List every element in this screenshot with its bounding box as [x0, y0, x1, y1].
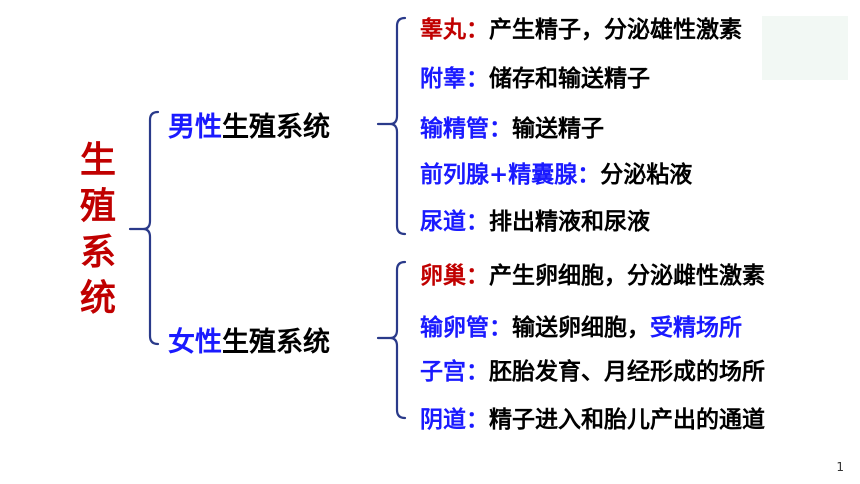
root-char: 生 — [79, 140, 116, 181]
branch-male-rest: 生殖系统 — [222, 112, 330, 143]
female-item: 阴道：精子进入和胎儿产出的通道 — [420, 400, 765, 434]
item-term: 输卵管 — [420, 315, 489, 341]
item-desc: 排出精液和尿液 — [489, 209, 650, 235]
item-term: 子宫 — [420, 359, 466, 385]
male-item: 前列腺+精囊腺：分泌粘液 — [420, 155, 692, 189]
item-sep: ： — [466, 407, 489, 433]
item-term: 睾丸 — [420, 17, 466, 43]
branch-female-rest: 生殖系统 — [222, 327, 330, 358]
item-desc: 输送卵细胞， — [512, 315, 650, 341]
item-desc: 分泌粘液 — [600, 162, 693, 188]
item-sep: ： — [577, 162, 601, 188]
item-sep: ： — [466, 263, 489, 289]
male-item: 睾丸：产生精子，分泌雄性激素 — [420, 10, 742, 44]
root-char: 系 — [79, 232, 116, 273]
item-sep: ： — [466, 66, 489, 92]
root-char: 统 — [79, 278, 116, 319]
item-desc: 精子进入和胎儿产出的通道 — [489, 407, 765, 433]
male-item: 输精管：输送精子 — [420, 109, 604, 143]
item-desc: 输送精子 — [512, 116, 604, 142]
item-term: 附睾 — [420, 66, 466, 92]
branch-male: 男性生殖系统 — [168, 105, 330, 144]
item-desc: 产生卵细胞，分泌雌性激素 — [489, 263, 765, 289]
branch-female: 女性生殖系统 — [168, 320, 330, 359]
female-bracket — [376, 260, 407, 420]
item-sep: ： — [489, 116, 512, 142]
root-char: 殖 — [79, 186, 116, 227]
male-bracket — [376, 16, 407, 236]
decorative-panel — [762, 16, 848, 80]
item-highlight: 受精场所 — [650, 315, 742, 341]
female-item: 输卵管：输送卵细胞，受精场所 — [420, 308, 742, 342]
item-term: 尿道 — [420, 209, 466, 235]
item-term: 阴道 — [420, 407, 466, 433]
female-item: 子宫：胚胎发育、月经形成的场所 — [420, 352, 765, 386]
item-desc: 胚胎发育、月经形成的场所 — [489, 359, 765, 385]
page-number: 1 — [836, 460, 844, 474]
item-sep: ： — [466, 359, 489, 385]
female-item: 卵巢：产生卵细胞，分泌雌性激素 — [420, 256, 765, 290]
root-title: 生 殖 系 统 — [76, 138, 120, 322]
item-term: 输精管 — [420, 116, 489, 142]
branch-male-accent: 男性 — [168, 112, 222, 143]
item-term: 卵巢 — [420, 263, 466, 289]
item-desc: 产生精子，分泌雄性激素 — [489, 17, 742, 43]
item-term: 前列腺+精囊腺 — [420, 162, 578, 188]
male-item: 附睾：储存和输送精子 — [420, 59, 650, 93]
item-sep: ： — [466, 209, 489, 235]
male-item: 尿道：排出精液和尿液 — [420, 202, 650, 236]
item-desc: 储存和输送精子 — [489, 66, 650, 92]
item-sep: ： — [466, 17, 489, 43]
item-sep: ： — [489, 315, 512, 341]
branch-female-accent: 女性 — [168, 327, 222, 358]
root-bracket — [128, 110, 160, 346]
